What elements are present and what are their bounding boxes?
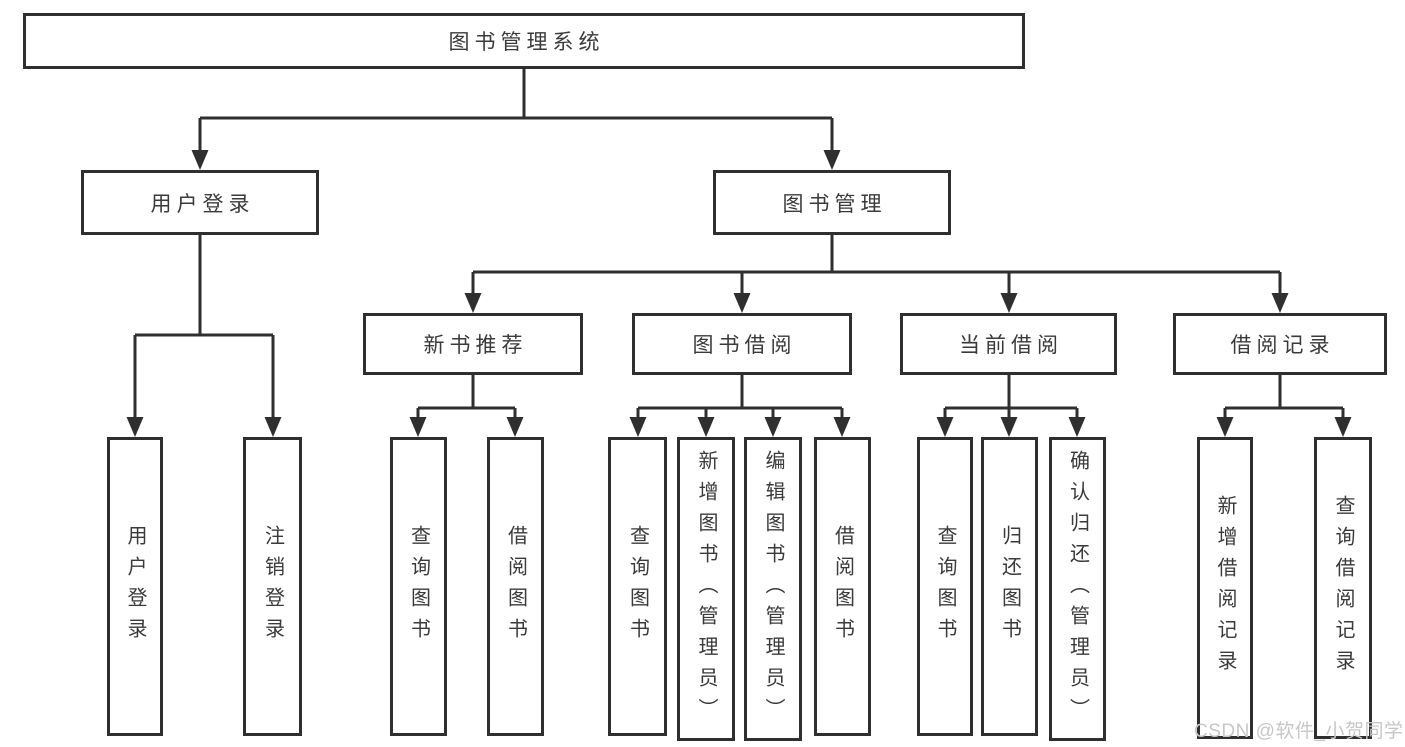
leaf-query-book-current: 查询图书 [917, 437, 973, 736]
arrow-down-icon [464, 293, 482, 313]
node-current-borrow: 当前借阅 [900, 313, 1117, 375]
leaf-confirm-return-admin: 确认归还（管理员） [1049, 437, 1106, 741]
leaf-add-borrow-record: 新增借阅记录 [1197, 437, 1253, 739]
node-book-borrow: 图书借阅 [632, 313, 852, 375]
node-user-login: 用户登录 [81, 170, 319, 235]
leaf-user-login-label: 用户登录 [124, 524, 146, 649]
leaf-query-borrow-record-label: 查询借阅记录 [1332, 495, 1354, 681]
leaf-borrow-book-recommend-label: 借阅图书 [504, 524, 527, 649]
leaf-add-borrow-record-label: 新增借阅记录 [1214, 495, 1236, 681]
arrow-down-icon [409, 417, 427, 437]
leaf-add-book-admin: 新增图书（管理员） [677, 437, 735, 741]
watermark-text: CSDN @软件_小贺同学 [1194, 721, 1404, 742]
node-current-borrow-label: 当前借阅 [959, 334, 1063, 357]
connector-currentborrow-to-leaves [943, 375, 1079, 420]
leaf-logout: 注销登录 [243, 437, 302, 736]
arrow-down-icon [833, 417, 851, 437]
leaf-query-book-borrow: 查询图书 [608, 437, 667, 736]
connector-newbook-to-leaves [416, 375, 517, 420]
arrow-down-icon [1000, 293, 1018, 313]
arrow-down-icon [629, 417, 647, 437]
leaf-edit-book-admin: 编辑图书（管理员） [744, 437, 802, 741]
connector-root-to-level2 [198, 69, 834, 153]
connector-userlogin-to-leaves [133, 235, 275, 420]
leaf-query-book-recommend-label: 查询图书 [407, 524, 430, 649]
node-book-management: 图书管理 [713, 170, 951, 235]
arrow-down-icon [1216, 417, 1234, 437]
leaf-return-book: 归还图书 [981, 437, 1038, 736]
leaf-user-login: 用户登录 [107, 437, 163, 736]
leaf-confirm-return-admin-label: 确认归还（管理员） [1066, 449, 1089, 729]
node-borrow-records-label: 借阅记录 [1230, 334, 1335, 357]
arrow-down-icon [264, 417, 282, 437]
leaf-borrow-book: 借阅图书 [814, 437, 871, 736]
node-book-management-label: 图书管理 [782, 192, 887, 216]
leaf-return-book-label: 归还图书 [998, 524, 1021, 649]
leaf-add-book-admin-label: 新增图书（管理员） [695, 449, 717, 729]
connector-borrowrecords-to-leaves [1223, 375, 1345, 420]
leaf-query-book-borrow-label: 查询图书 [626, 524, 649, 649]
arrow-down-icon [733, 293, 751, 313]
leaf-logout-label: 注销登录 [261, 524, 284, 649]
leaf-query-book-current-label: 查询图书 [934, 524, 956, 649]
leaf-edit-book-admin-label: 编辑图书（管理员） [762, 449, 784, 729]
arrow-down-icon [191, 150, 209, 170]
node-library-system: 图书管理系统 [23, 13, 1025, 69]
arrow-down-icon [936, 417, 954, 437]
arrow-down-icon [1000, 417, 1018, 437]
arrow-down-icon [506, 417, 524, 437]
node-book-borrow-label: 图书借阅 [692, 334, 797, 357]
leaf-borrow-book-recommend: 借阅图书 [487, 437, 544, 736]
connector-bookmgmt-to-level3 [471, 235, 1282, 296]
node-user-login-label: 用户登录 [150, 192, 255, 216]
arrow-down-icon [1271, 293, 1289, 313]
leaf-query-borrow-record: 查询借阅记录 [1314, 437, 1372, 739]
node-new-book-recommend: 新书推荐 [363, 313, 583, 375]
node-new-book-recommend-label: 新书推荐 [423, 334, 528, 357]
arrow-down-icon [126, 417, 144, 437]
arrow-down-icon [1068, 417, 1086, 437]
arrow-down-icon [697, 417, 715, 437]
arrow-down-icon [823, 150, 841, 170]
arrowhead-group [126, 150, 1352, 437]
leaf-query-book-recommend: 查询图书 [390, 437, 447, 736]
leaf-borrow-book-label: 借阅图书 [831, 524, 854, 649]
node-library-system-label: 图书管理系统 [448, 31, 605, 54]
arrow-down-icon [1334, 417, 1352, 437]
connector-bookborrow-to-leaves [636, 375, 844, 420]
arrow-down-icon [764, 417, 782, 437]
node-borrow-records: 借阅记录 [1173, 313, 1387, 375]
